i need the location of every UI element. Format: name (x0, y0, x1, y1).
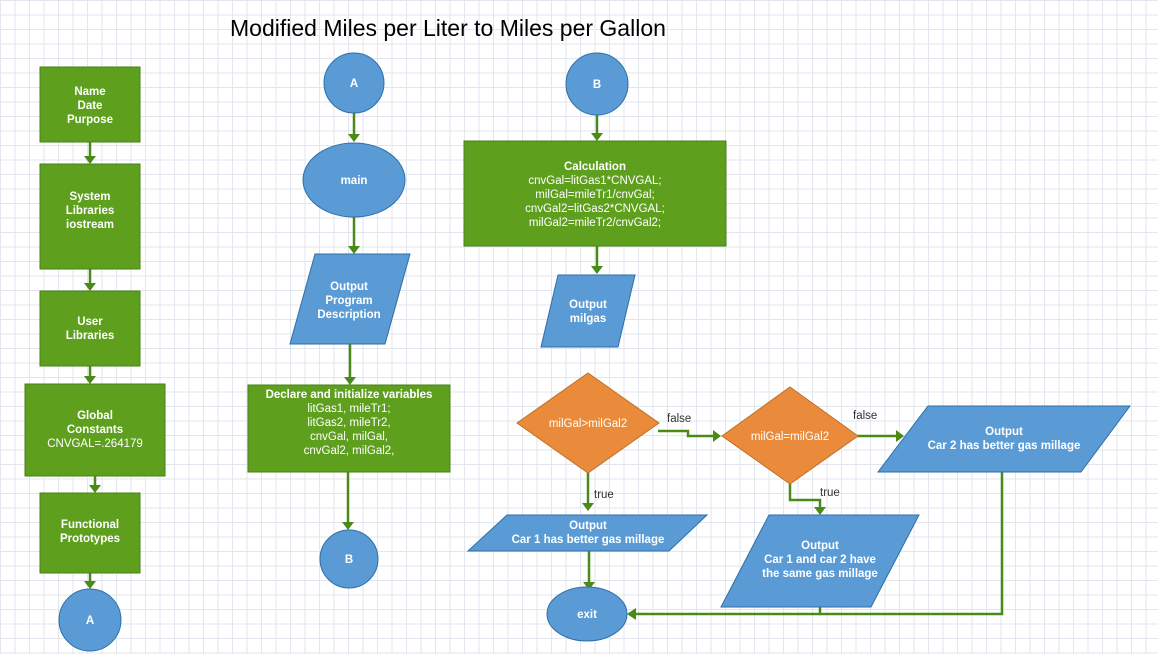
calculation-heading: Calculation (564, 161, 626, 173)
output-same-line-1: Output (801, 540, 839, 552)
decision-1: milGal>milGal2 (516, 372, 660, 474)
diagram-title: Modified Miles per Liter to Miles per Ga… (230, 15, 666, 41)
edge-label-d2-false: false (853, 410, 877, 422)
output-car2-line-2: Car 2 has better gas millage (928, 440, 1081, 452)
functional-prototypes-line-2: Prototypes (60, 533, 120, 545)
output-car1-line-2: Car 1 has better gas millage (512, 534, 665, 546)
output-milgas-line-2: milgas (570, 313, 606, 325)
arrowheads (84, 133, 904, 620)
decision-1-label: milGal>milGal2 (549, 418, 627, 430)
declare-variables-block: Declare and initialize variables litGas1… (247, 384, 451, 473)
global-constants-block: Global Constants CNVGAL=.264179 (24, 383, 166, 477)
calculation-line-4: milGal2=mileTr2/cnvGal2; (529, 217, 661, 229)
connector-b-top-label: B (593, 79, 601, 91)
user-libraries-block: User Libraries (39, 290, 141, 367)
connector-lines (88, 112, 1004, 616)
connector-b-top: B (565, 52, 629, 116)
header-line-3: Purpose (67, 114, 113, 126)
decision-2: milGal=milGal2 (721, 386, 859, 485)
output-car1-line-1: Output (569, 520, 607, 532)
edge-label-d1-true: true (594, 489, 614, 501)
functional-prototypes-block: Functional Prototypes (39, 492, 141, 574)
connector-a-top-label: A (350, 78, 358, 90)
output-description-line-2: Program (325, 295, 372, 307)
calculation-block: Calculation cnvGal=litGas1*CNVGAL; milGa… (463, 140, 727, 247)
connector-a-top: A (323, 52, 385, 114)
header-block: Name Date Purpose (39, 66, 141, 143)
system-libraries-line-1: System (70, 191, 111, 203)
global-constants-line-1: Global (77, 410, 113, 422)
main-terminal: main (302, 142, 406, 218)
connector-b-mid: B (319, 529, 379, 589)
output-milgas-line-1: Output (569, 299, 607, 311)
output-car2-block: Output Car 2 has better gas millage (876, 405, 1131, 473)
output-description-line-1: Output (330, 281, 368, 293)
system-libraries-line-2: Libraries (66, 205, 115, 217)
exit-terminal-label: exit (577, 609, 597, 621)
edge-label-d1-false: false (667, 413, 691, 425)
global-constants-line-3: CNVGAL=.264179 (47, 438, 143, 450)
declare-heading: Declare and initialize variables (266, 389, 433, 401)
output-car2-line-1: Output (985, 426, 1023, 438)
declare-line-3: cnvGal, milGal, (310, 431, 388, 443)
calculation-line-3: cnvGal2=litGas2*CNVGAL; (525, 203, 665, 215)
user-libraries-line-2: Libraries (66, 330, 115, 342)
output-description-line-3: Description (317, 309, 380, 321)
calculation-line-1: cnvGal=litGas1*CNVGAL; (528, 175, 661, 187)
output-same-line-2: Car 1 and car 2 have (764, 554, 876, 566)
header-line-1: Name (74, 86, 105, 98)
connector-a-left: A (58, 588, 122, 652)
output-description-block: Output Program Description (289, 253, 411, 345)
declare-line-2: litGas2, mileTr2, (307, 417, 390, 429)
header-line-2: Date (78, 100, 103, 112)
exit-terminal: exit (546, 586, 628, 642)
declare-line-1: litGas1, mileTr1; (307, 403, 390, 415)
system-libraries-line-3: iostream (66, 219, 114, 231)
output-same-block: Output Car 1 and car 2 have the same gas… (720, 514, 920, 608)
system-libraries-block: System Libraries iostream (39, 163, 141, 270)
global-constants-line-2: Constants (67, 424, 123, 436)
calculation-line-2: milGal=mileTr1/cnvGal; (535, 189, 654, 201)
decision-2-label: milGal=milGal2 (751, 431, 829, 443)
functional-prototypes-line-1: Functional (61, 519, 119, 531)
edge-label-d2-true: true (820, 487, 840, 499)
output-milgas-block: Output milgas (540, 274, 636, 348)
connector-b-mid-label: B (345, 554, 353, 566)
main-terminal-label: main (341, 175, 368, 187)
output-car1-block: Output Car 1 has better gas millage (466, 514, 709, 552)
declare-line-4: cnvGal2, milGal2, (304, 445, 395, 457)
output-same-line-3: the same gas millage (762, 568, 878, 580)
user-libraries-line-1: User (77, 316, 103, 328)
connector-a-left-label: A (86, 615, 94, 627)
